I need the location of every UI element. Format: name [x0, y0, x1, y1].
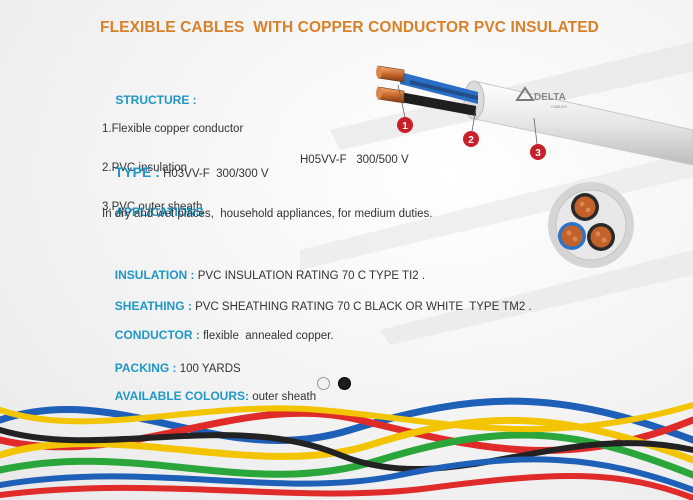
callout-markers: 1 2 3 [397, 117, 546, 160]
decorative-wires [0, 397, 693, 500]
colours-text: outer sheath [249, 391, 317, 403]
cable-cross-section [548, 182, 634, 268]
structure-item: 1.Flexible copper conductor [102, 123, 244, 135]
sheathing-text: PVC SHEATHING RATING 70 C BLACK OR WHITE… [191, 301, 532, 313]
packing-label: PACKING : [114, 361, 177, 375]
structure-item: 3.PVC outer sheath [102, 201, 203, 213]
colours-row: AVAILABLE COLOURS: outer sheath [102, 377, 316, 415]
structure-section-label: STRUCTURE : [102, 79, 197, 121]
cable-main [376, 65, 693, 166]
white-colour-swatch [317, 377, 330, 390]
callout-1-label: 1 [402, 121, 408, 132]
structure-list: 1.Flexible copper conductor 2.PVC insula… [102, 97, 243, 240]
structure-label: STRUCTURE : [115, 93, 197, 107]
sheathing-label: SHEATHING : [114, 299, 192, 313]
insulation-text: PVC INSULATION RATING 70 C TYPE TI2 . [194, 270, 426, 282]
black-colour-swatch [338, 377, 351, 390]
packing-text: 100 YARDS [176, 363, 241, 375]
insulation-label: INSULATION : [114, 268, 195, 282]
type-label: TYPE : [114, 164, 160, 180]
callout-2 [463, 131, 479, 147]
packing-row: PACKING : 100 YARDS [102, 349, 241, 387]
type-row: TYPE : H03VV-F 300/300 V [102, 152, 269, 192]
conductor-text: flexible annealed copper. [199, 330, 334, 342]
conductor-row: CONDUCTOR : flexible annealed copper. [102, 316, 334, 354]
insulation-row: INSULATION : PVC INSULATION RATING 70 C … [102, 256, 425, 294]
callout-lines [397, 84, 538, 145]
colours-label: AVAILABLE COLOURS: [114, 389, 249, 403]
callout-1 [397, 117, 413, 133]
structure-item: 2.PVC insulation [102, 162, 188, 174]
applications-text: In dry and wet places, household applian… [102, 208, 433, 220]
callout-2-label: 2 [468, 135, 474, 146]
logo-brand: DELTA [534, 92, 566, 103]
sheathing-row: SHEATHING : PVC SHEATHING RATING 70 C BL… [102, 287, 532, 325]
delta-logo: DELTA CABLES [515, 86, 567, 109]
page-title: FLEXIBLE CABLES WITH COPPER CONDUCTOR PV… [100, 19, 599, 36]
applications-section: APPLICATIONS [102, 191, 204, 233]
logo-sub: CABLES [551, 104, 567, 109]
callout-3-label: 3 [535, 148, 541, 159]
applications-label: APPLICATIONS [115, 205, 204, 219]
type-value-2: H05VV-F 300/500 V [300, 154, 409, 166]
callout-3 [530, 144, 546, 160]
type-value-1: H03VV-F 300/300 V [159, 168, 269, 180]
conductor-label: CONDUCTOR : [114, 328, 200, 342]
